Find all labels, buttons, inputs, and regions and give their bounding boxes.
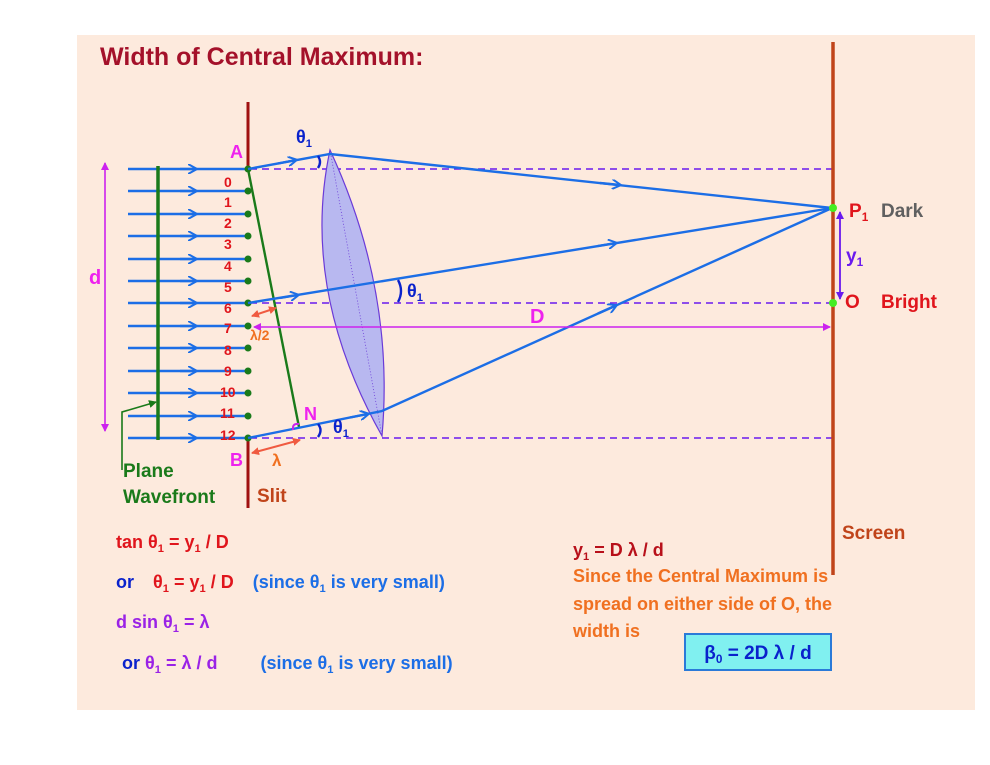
plane-wavefront-label-line2: Wavefront — [123, 487, 216, 508]
wavefront-pointer — [121, 400, 157, 470]
equation-theta-small-angle: or θ1 = y1 / D (since θ1 is very small) — [116, 572, 445, 595]
label-y1: y1 — [846, 246, 864, 270]
strip-number: 8 — [224, 342, 232, 358]
equation-theta-lambda-d: or θ1 = λ / d (since θ1 is very small) — [122, 653, 453, 676]
strip-number: 3 — [224, 236, 232, 252]
strip-number: 0 — [224, 174, 232, 190]
label-B: B — [230, 450, 243, 470]
label-d: d — [89, 267, 102, 289]
theta-label-bottom: θ1 — [333, 417, 349, 440]
theta-label-middle: θ1 — [407, 281, 423, 304]
slit-points — [244, 165, 252, 442]
explanation-line-2: spread on either side of O, the — [573, 594, 833, 614]
strip-number: 7 — [224, 320, 232, 336]
page-title: Width of Central Maximum: — [100, 43, 424, 71]
strip-number: 11 — [220, 405, 235, 421]
label-A: A — [230, 142, 243, 162]
explanation-line-3: width is — [573, 621, 640, 641]
strip-number: 1 — [224, 194, 232, 210]
point-O — [829, 299, 837, 307]
screen-label: Screen — [842, 523, 906, 544]
strip-number: 6 — [224, 300, 232, 316]
label-N: N — [304, 404, 317, 424]
label-dark: Dark — [881, 201, 924, 222]
label-P1: P1 — [849, 201, 869, 225]
label-O: O — [845, 292, 860, 313]
right-angle-N — [291, 422, 300, 431]
lambda-arrow — [251, 437, 301, 456]
strip-number: 10 — [220, 384, 236, 400]
result-equation: β0 = 2D λ / d — [704, 643, 812, 667]
convex-lens — [321, 148, 385, 438]
half-lambda-arrow — [251, 306, 277, 318]
explanation-line-1: Since the Central Maximum is — [573, 566, 829, 586]
point-P1 — [829, 204, 837, 212]
strip-number: 4 — [224, 258, 232, 274]
strip-number: 12 — [220, 427, 236, 443]
result-box: β0 = 2D λ / d — [684, 633, 832, 671]
label-D: D — [530, 306, 545, 328]
label-half-lambda: λ/2 — [250, 327, 270, 343]
equation-tan-theta: tan θ1 = y1 / D — [116, 532, 229, 555]
strip-number: 9 — [224, 363, 232, 379]
angle-arcs — [316, 155, 403, 438]
plane-wavefront-label-line1: Plane — [123, 461, 174, 482]
slide-background — [77, 35, 975, 710]
strip-number: 5 — [224, 279, 232, 295]
incident-rays — [128, 169, 248, 438]
strip-number: 2 — [224, 215, 232, 231]
equation-d-sin-theta: d sin θ1 = λ — [116, 612, 210, 635]
label-bright: Bright — [881, 292, 937, 313]
theta-label-top: θ1 — [296, 127, 312, 150]
label-lambda: λ — [272, 451, 282, 470]
equation-y1: y1 = D λ / d — [573, 540, 664, 563]
slit-label: Slit — [257, 486, 287, 507]
